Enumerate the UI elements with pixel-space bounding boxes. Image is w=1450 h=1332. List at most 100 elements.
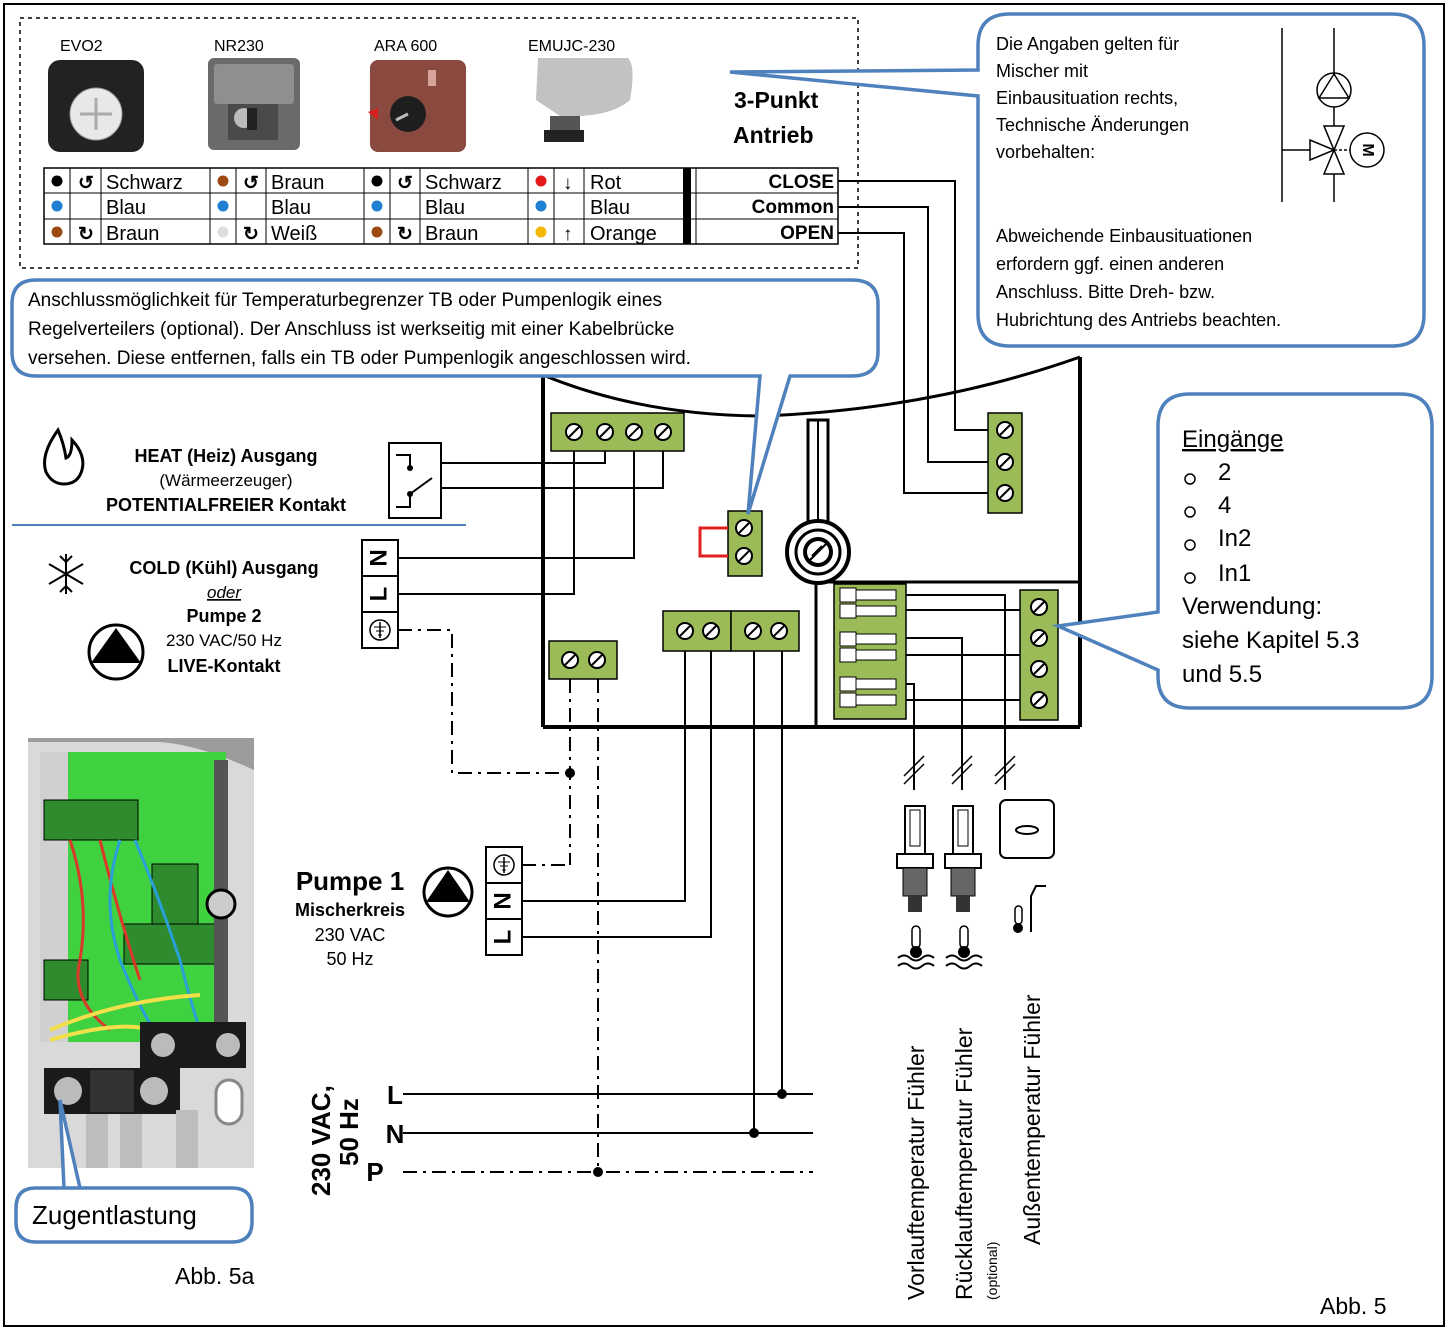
device-nr230: NR230 bbox=[208, 38, 300, 150]
pump1-terminals: N L bbox=[485, 651, 712, 956]
pump1-subtitle: Mischerkreis bbox=[295, 900, 405, 920]
mixer-note-line: erfordern ggf. einen anderen bbox=[996, 254, 1224, 274]
input-item: 2 bbox=[1218, 459, 1231, 486]
signal-open-label: OPEN bbox=[780, 223, 834, 244]
terminal-block-sensors bbox=[833, 583, 907, 720]
input-item: In2 bbox=[1218, 525, 1251, 552]
mixer-note-line: Mischer mit bbox=[996, 61, 1088, 81]
tb-note-line: versehen. Diese entfernen, falls ein TB … bbox=[28, 348, 691, 369]
pump1-voltage: 230 VAC bbox=[315, 925, 386, 945]
figure-5a-caption: Abb. 5a bbox=[175, 1263, 254, 1289]
wire-dot bbox=[535, 200, 547, 212]
controller-housing bbox=[541, 355, 1082, 729]
wire-label: Braun bbox=[106, 223, 159, 245]
wire-dot bbox=[371, 200, 383, 212]
wire-dot bbox=[217, 175, 229, 187]
wire-dot bbox=[535, 175, 547, 187]
wire-label: Weiß bbox=[271, 223, 317, 245]
svg-text:ARA 600: ARA 600 bbox=[374, 38, 437, 55]
rotation-symbol: ↑ bbox=[563, 224, 573, 245]
wire-label: Blau bbox=[425, 197, 465, 219]
mains-frequency-label: 50 Hz bbox=[334, 1098, 364, 1166]
pump1-terminal-l-label: L bbox=[489, 930, 516, 945]
pump2-voltage: 230 VAC/50 Hz bbox=[166, 631, 282, 650]
wire-dot bbox=[51, 200, 63, 212]
mixer-note-line: Anschluss. Bitte Dreh- bzw. bbox=[996, 282, 1215, 302]
actuator-title-1: 3-Punkt bbox=[734, 87, 819, 113]
heat-relay-symbol bbox=[388, 442, 664, 519]
mains-p-label: P bbox=[366, 1157, 383, 1187]
wire-dot bbox=[51, 175, 63, 187]
terminal-block-actuator bbox=[987, 412, 1023, 514]
mixer-note-callout: Die Angaben gelten für Mischer mit Einba… bbox=[729, 12, 1426, 348]
wire-label: Blau bbox=[271, 197, 311, 219]
actuator-wires bbox=[838, 180, 988, 494]
device-ara600: ARA 600 bbox=[368, 38, 466, 152]
flow-sensor-label: Vorlauftemperatur Fühler bbox=[903, 1045, 929, 1300]
heat-contact-label: POTENTIALFREIER Kontakt bbox=[106, 495, 346, 515]
terminal-block-heat bbox=[550, 412, 685, 452]
strain-relief-callout: Zugentlastung bbox=[14, 1099, 254, 1244]
mixer-note-line: Hubrichtung des Antriebs beachten. bbox=[996, 310, 1281, 330]
terminal-block-pe bbox=[548, 640, 618, 680]
wire-dot bbox=[371, 175, 383, 187]
pump1-frequency: 50 Hz bbox=[326, 949, 373, 969]
mixer-note-line: Einbausituation rechts, bbox=[996, 88, 1178, 108]
svg-text:EVO2: EVO2 bbox=[60, 38, 103, 55]
outdoor-sensor bbox=[999, 799, 1055, 859]
rotation-symbol: ↺ bbox=[243, 173, 259, 194]
heat-output-title: HEAT (Heiz) Ausgang bbox=[135, 446, 318, 466]
mixer-note-line: Abweichende Einbausituationen bbox=[996, 226, 1252, 246]
terminal-l-label: L bbox=[365, 587, 392, 602]
mixer-valve-symbol: M bbox=[1281, 28, 1385, 202]
rotation-symbol: ↻ bbox=[78, 224, 94, 245]
mains-n-label: N bbox=[386, 1119, 405, 1149]
pump1-terminal-n-label: N bbox=[489, 892, 516, 909]
wire-label: Schwarz bbox=[106, 172, 183, 194]
cable-bridge bbox=[698, 526, 728, 558]
wire-dot bbox=[535, 226, 547, 238]
ground-symbol bbox=[369, 619, 391, 641]
return-sensor bbox=[944, 805, 982, 912]
pump-icon bbox=[87, 623, 145, 681]
cold-output-title: COLD (Kühl) Ausgang bbox=[129, 558, 318, 578]
mains-wiring bbox=[398, 629, 813, 1177]
mixer-note-line: vorbehalten: bbox=[996, 142, 1095, 162]
thermometer-water-icon bbox=[945, 925, 983, 970]
wire-label: Braun bbox=[425, 223, 478, 245]
flame-icon bbox=[43, 426, 85, 486]
thermometer-water-icon bbox=[897, 925, 935, 970]
heat-output-subtitle: (Wärmeerzeuger) bbox=[159, 471, 292, 490]
inputs-title: Eingänge bbox=[1182, 426, 1283, 453]
actuator-area bbox=[19, 17, 859, 269]
wire-color-table: ↺ Schwarz ↺ Braun ↺ Schwarz ↓ Rot CLOSE … bbox=[43, 167, 839, 245]
outer-frame bbox=[3, 3, 1445, 1327]
flow-sensor bbox=[896, 805, 934, 912]
inputs-usage-line: und 5.5 bbox=[1182, 661, 1262, 688]
svg-text:NR230: NR230 bbox=[214, 38, 264, 55]
snowflake-icon bbox=[48, 554, 84, 594]
mains-l-label: L bbox=[387, 1080, 403, 1110]
thermometer-outdoor-icon bbox=[1013, 885, 1046, 933]
rotation-symbol: ↓ bbox=[563, 173, 573, 194]
wire-label: Blau bbox=[590, 197, 630, 219]
inputs-callout: Eingänge 2 4 In2 In1 Verwendung: siehe K… bbox=[1051, 392, 1434, 710]
pump-icon bbox=[422, 866, 474, 918]
input-item: In1 bbox=[1218, 560, 1251, 587]
terminal-block-inputs bbox=[1019, 589, 1059, 721]
signal-close-label: CLOSE bbox=[769, 172, 834, 193]
device-evo2: EVO2 bbox=[48, 38, 144, 152]
tb-note-line: Anschlussmöglichkeit für Temperaturbegre… bbox=[28, 290, 662, 311]
rotation-symbol: ↻ bbox=[243, 224, 259, 245]
signal-common-label: Common bbox=[752, 197, 834, 218]
inputs-usage-line: siehe Kapitel 5.3 bbox=[1182, 627, 1359, 654]
wire-label: Blau bbox=[106, 197, 146, 219]
pump2-label: Pumpe 2 bbox=[186, 606, 261, 626]
mixer-note-line: Die Angaben gelten für bbox=[996, 34, 1179, 54]
sensor-wires bbox=[903, 594, 1020, 790]
inputs-usage-line: Verwendung: bbox=[1182, 593, 1322, 620]
tb-note-line: Regelverteilers (optional). Der Anschlus… bbox=[28, 319, 674, 340]
terminal-n-label: N bbox=[365, 549, 392, 566]
pump1-title: Pumpe 1 bbox=[296, 866, 404, 896]
